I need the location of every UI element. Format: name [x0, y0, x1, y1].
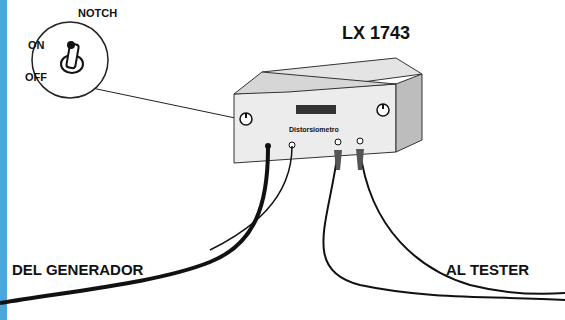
switch-position-label: ON	[28, 40, 45, 51]
switch-position-label: NOTCH	[78, 8, 117, 19]
cable-label: AL TESTER	[446, 262, 529, 277]
side-bar	[0, 0, 7, 320]
tester-probes	[323, 149, 565, 300]
switch-position-label: OFF	[25, 72, 47, 83]
ground-wire	[210, 146, 292, 250]
generator-cable	[0, 148, 268, 303]
distortion-meter-box	[234, 58, 422, 163]
leader-line	[92, 88, 240, 119]
model-number: LX 1743	[342, 24, 410, 42]
toggle-switch	[61, 41, 83, 73]
panel-label: Distorsiometro	[288, 126, 340, 133]
callout-circle	[32, 22, 108, 98]
cable-label: DEL GENERADOR	[12, 262, 143, 277]
